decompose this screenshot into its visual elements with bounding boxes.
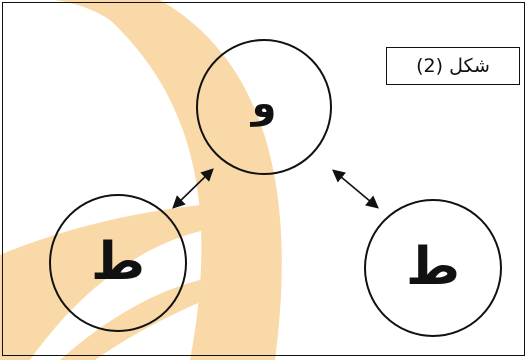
node-right-circle bbox=[364, 199, 502, 337]
node-left-label: ط bbox=[90, 232, 145, 292]
figure-border bbox=[2, 2, 525, 356]
node-center-circle bbox=[196, 39, 332, 175]
watermark-swoosh bbox=[0, 0, 282, 360]
arrow-center-right bbox=[332, 169, 379, 209]
arrow-center-left bbox=[172, 168, 214, 209]
node-left-circle bbox=[49, 194, 187, 332]
figure-caption: شكل (2) bbox=[386, 47, 520, 85]
node-right-label: ط bbox=[405, 237, 460, 297]
node-center-label: و bbox=[251, 81, 277, 127]
